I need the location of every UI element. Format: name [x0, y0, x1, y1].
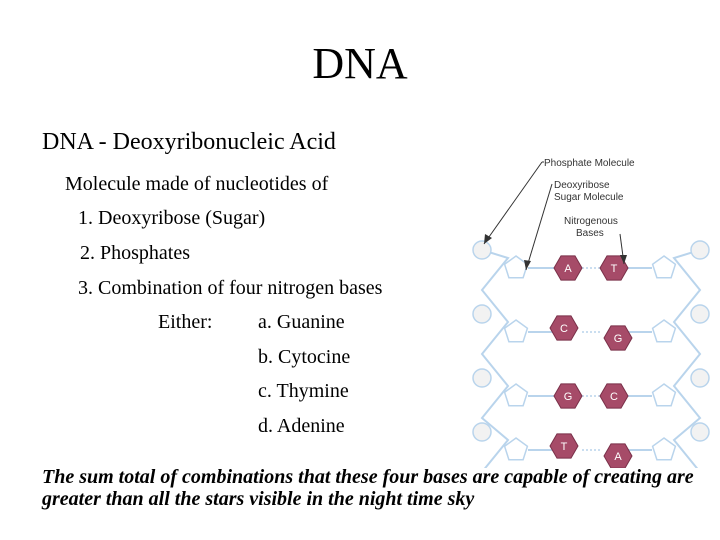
base-letter-left: T — [561, 441, 568, 453]
base-hexagon-left — [549, 315, 579, 341]
base-guanine: a. Guanine — [258, 311, 345, 333]
base-letter-left: C — [560, 323, 568, 335]
phosphate-circle — [472, 240, 492, 260]
phosphate-circle — [690, 422, 710, 442]
base-letter-right: A — [614, 451, 622, 463]
list-item-bases: 3. Combination of four nitrogen bases — [78, 277, 383, 299]
right-strand — [672, 249, 702, 468]
label-sugar-molecule: Sugar Molecule — [554, 192, 624, 203]
label-deoxyribose: Deoxyribose — [554, 180, 610, 191]
base-letter-right: G — [614, 333, 623, 345]
slide-subtitle: DNA - Deoxyribonucleic Acid — [42, 129, 336, 155]
dna-base-pairs: A T C G G C T A — [528, 255, 652, 468]
base-hexagon-right — [603, 325, 633, 351]
sugar-pentagon — [503, 319, 529, 343]
sugar-pentagon — [651, 383, 677, 407]
dna-backbone — [472, 240, 710, 468]
intro-line: Molecule made of nucleotides of — [65, 173, 329, 195]
phosphate-circle — [472, 368, 492, 388]
base-hexagon-right — [603, 443, 633, 468]
phosphate-circle — [472, 422, 492, 442]
base-thymine: c. Thymine — [258, 380, 349, 402]
base-hexagon-left — [553, 383, 583, 409]
list-item-deoxyribose: 1. Deoxyribose (Sugar) — [78, 207, 266, 229]
either-label: Either: — [158, 311, 213, 333]
base-letter-left: A — [564, 263, 572, 275]
base-cytocine: b. Cytocine — [258, 346, 351, 368]
dna-structure-diagram: A T C G G C T A Phosphate Molecule Deoxyribose … — [472, 158, 710, 468]
phosphate-circle — [472, 304, 492, 324]
sugar-pentagon — [503, 383, 529, 407]
sugar-pentagon — [503, 437, 529, 461]
base-hexagon-left — [549, 433, 579, 459]
base-letter-left: G — [564, 391, 573, 403]
sugar-pentagon — [651, 255, 677, 279]
phosphate-circle — [690, 304, 710, 324]
list-item-phosphates: 2. Phosphates — [80, 242, 190, 264]
phosphate-circle — [690, 240, 710, 260]
base-letter-right: T — [611, 263, 618, 275]
base-hexagon-right — [599, 383, 629, 409]
label-bases: Bases — [576, 228, 604, 239]
left-strand — [480, 249, 510, 468]
diagram-callouts: Phosphate Molecule Deoxyribose Sugar Mol… — [483, 158, 635, 271]
sugar-pentagon — [651, 319, 677, 343]
base-letter-right: C — [610, 391, 618, 403]
sugar-pentagon — [651, 437, 677, 461]
label-phosphate-molecule: Phosphate Molecule — [544, 158, 635, 169]
footer-note: The sum total of combinations that these… — [42, 466, 694, 510]
label-nitrogenous: Nitrogenous — [564, 216, 618, 227]
base-adenine: d. Adenine — [258, 415, 345, 437]
phosphate-circle — [690, 368, 710, 388]
slide-title: DNA — [312, 39, 408, 88]
base-hexagon-left — [553, 255, 583, 281]
